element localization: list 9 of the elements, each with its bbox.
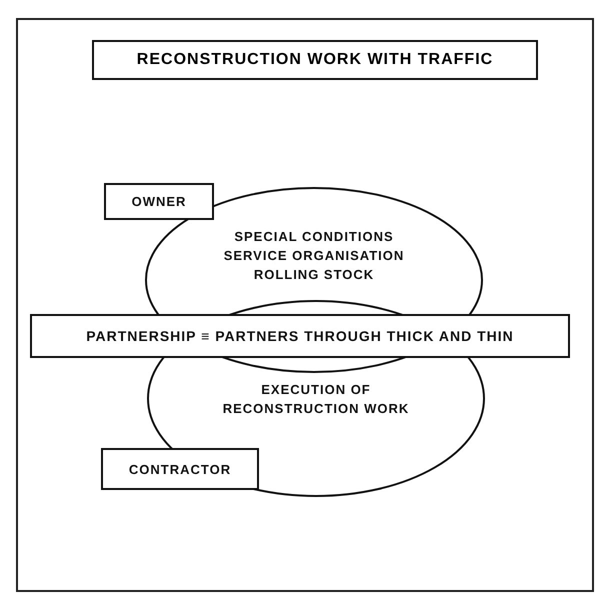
- ellipse-text: SPECIAL CONDITIONS SERVICE ORGANISATION ROLLING STOCK: [222, 228, 406, 284]
- ellipse-text: EXECUTION OF RECONSTRUCTION WORK: [222, 381, 410, 418]
- label-box: [104, 183, 214, 220]
- box-label: CONTRACTOR: [128, 460, 232, 478]
- title-box: RECONSTRUCTION WORK WITH TRAFFIC: [92, 40, 538, 80]
- banner-box: [30, 314, 570, 358]
- box-label: PARTNERSHIP ≡ PARTNERS THROUGH THICK AND THIN: [86, 326, 514, 346]
- label-box: [101, 448, 259, 490]
- box-label: OWNER: [132, 193, 186, 211]
